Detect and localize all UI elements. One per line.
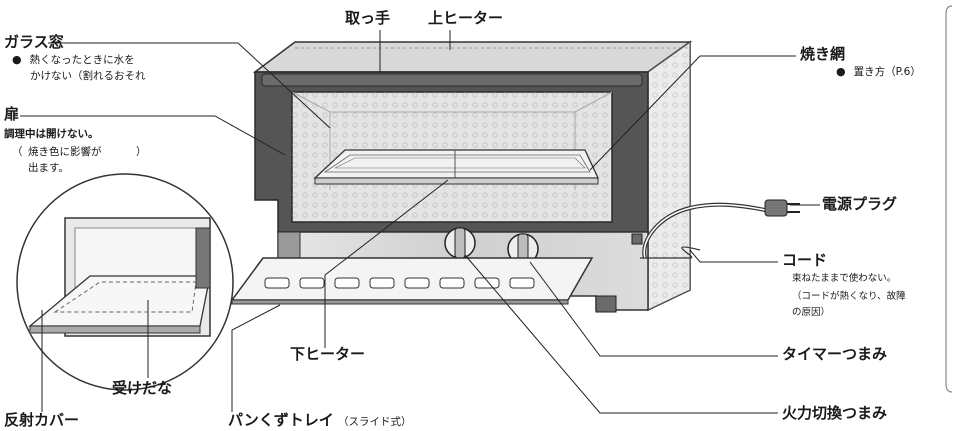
- crumb-tray-shape: [230, 257, 594, 305]
- note-grill: 置き方（P.6）: [836, 66, 921, 79]
- leader-timer-knob: [529, 261, 778, 357]
- leader-grill: [589, 55, 796, 171]
- power-switch-knob-shape: [444, 227, 476, 259]
- leader-crumb-tray: [231, 304, 281, 412]
- label-upper-heater: 上ヒーター: [428, 9, 504, 27]
- label-reflector-cover: 反射カバー: [4, 411, 80, 429]
- label-door: 扉: [4, 105, 20, 123]
- note-door-paren-close: ）: [136, 146, 147, 158]
- right-bracket: [945, 5, 953, 393]
- label-power-plug: 電源プラグ: [822, 195, 898, 213]
- leader-door: [20, 115, 286, 156]
- label-grill: 焼き網: [800, 45, 846, 63]
- label-handle: 取っ手: [345, 9, 391, 27]
- note-glass-window-2: かけない（割れるおそれ: [30, 70, 146, 82]
- note-cord-2: （コードが熱くなり、故障: [792, 291, 906, 302]
- leader-glass-window: [48, 42, 331, 129]
- leader-power-switch-knob: [464, 254, 778, 414]
- note-door-1: 調理中は開けない。: [4, 128, 99, 140]
- oven-body: [252, 40, 693, 313]
- power-cord: [640, 199, 800, 259]
- note-door-2: 焼き色に影響が: [28, 146, 102, 158]
- note-cord-1: 束ねたままで使わない。: [792, 273, 897, 284]
- leader-lower-heater: [324, 179, 449, 348]
- note-door-paren-open: （: [12, 146, 23, 158]
- label-cord: コード: [782, 251, 828, 269]
- label-crumb-tray: パンくずトレイ: [228, 411, 334, 429]
- label-drip-tray: 受けだな: [112, 379, 173, 397]
- inset-detail: [16, 173, 234, 391]
- label-timer-knob: タイマーつまみ: [782, 345, 888, 363]
- label-power-switch-knob: 火力切換つまみ: [782, 404, 888, 422]
- note-crumb-tray: （スライド式）: [338, 416, 412, 428]
- label-lower-heater: 下ヒーター: [290, 345, 366, 363]
- note-door-3: 出ます。: [28, 162, 69, 174]
- label-glass-window: ガラス窓: [4, 33, 64, 51]
- leader-cord: [689, 249, 778, 263]
- note-cord-3: の原因）: [792, 307, 831, 318]
- power-plug-shape: [764, 199, 788, 217]
- grill-rack: [313, 149, 600, 185]
- note-glass-window-1: 熱くなったときに水を: [12, 54, 135, 67]
- handle-bar: [261, 73, 643, 87]
